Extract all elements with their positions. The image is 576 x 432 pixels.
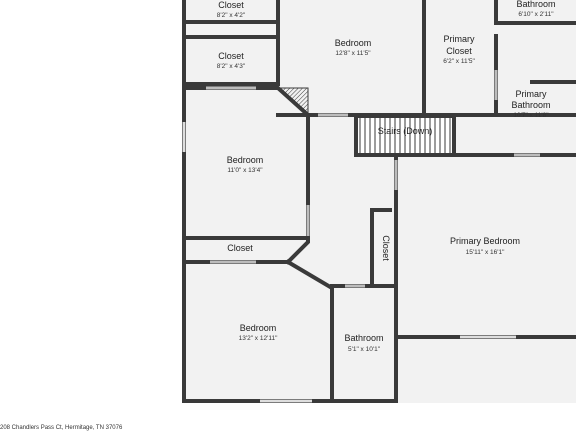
stairs	[355, 116, 455, 156]
bathroom-top-name: Bathroom	[516, 0, 555, 9]
primary-bathroom-name-2: Bathroom	[511, 100, 550, 110]
bedroom-top-dim: 12'8" x 11'5"	[335, 50, 371, 57]
primary-bedroom-name: Primary Bedroom	[450, 236, 520, 246]
closet-second-name: Closet	[218, 51, 244, 61]
bathroom-bottom-dim: 5'1" x 10'1"	[348, 346, 381, 353]
primary-bedroom-dim: 15'11" x 16'1"	[466, 249, 505, 256]
closet-second-dim: 8'2" x 4'3"	[217, 63, 246, 70]
closet-hall-name: Closet	[227, 243, 253, 253]
closet-vertical-name: Closet	[381, 235, 391, 261]
primary-bathroom-dim: 10'7" x 11'8"	[513, 112, 549, 119]
bathroom-bottom-name: Bathroom	[344, 333, 383, 343]
primary-closet-dim: 6'2" x 11'5"	[443, 58, 475, 65]
address-footer: 208 Chandlers Pass Ct, Hermitage, TN 370…	[0, 425, 123, 431]
room-labels: Closet 8'2" x 4'2" Closet 8'2" x 4'3" Be…	[217, 0, 556, 353]
windows	[182, 70, 540, 403]
primary-closet-name-1: Primary	[444, 34, 475, 44]
closet-top-dim: 8'2" x 4'2"	[217, 12, 246, 19]
stairs-label: Stairs (Down)	[378, 126, 433, 136]
primary-closet-name-2: Closet	[446, 46, 472, 56]
primary-bathroom-name-1: Primary	[516, 89, 547, 99]
bedroom-bottom-name: Bedroom	[240, 323, 277, 333]
bedroom-left-name: Bedroom	[227, 155, 264, 165]
bathroom-top-dim: 6'10" x 2'11"	[518, 11, 554, 18]
bedroom-left-dim: 11'0" x 13'4"	[227, 167, 263, 174]
bedroom-top-name: Bedroom	[335, 38, 372, 48]
bedroom-bottom-dim: 13'2" x 12'11"	[239, 335, 278, 342]
closet-top-name: Closet	[218, 0, 244, 10]
